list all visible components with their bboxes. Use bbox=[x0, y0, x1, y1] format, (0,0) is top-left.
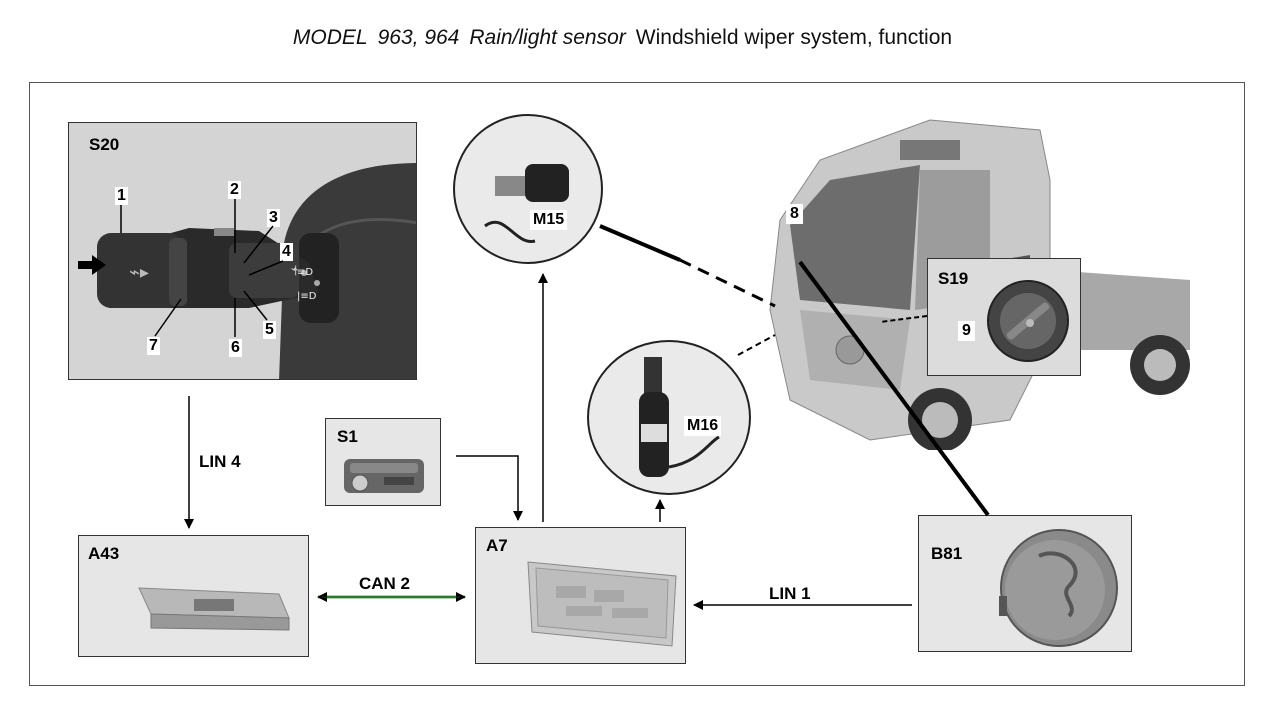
callout-2: 2 bbox=[228, 181, 241, 199]
a43-module-illustration bbox=[138, 587, 290, 631]
title-model-numbers: 963, 964 bbox=[377, 26, 460, 49]
wiper-motor-m15-closeup: M15 bbox=[453, 114, 603, 264]
callout-3: 3 bbox=[267, 209, 280, 227]
label-s19: S19 bbox=[938, 269, 969, 288]
label-a7: A7 bbox=[486, 536, 508, 555]
switch-module-illustration bbox=[344, 459, 424, 493]
title-model: MODEL bbox=[292, 26, 368, 49]
washer-pump-illustration bbox=[639, 357, 720, 477]
callout-6: 6 bbox=[229, 339, 242, 357]
rain-light-sensor-illustration bbox=[999, 529, 1118, 647]
svg-text:⌁: ⌁ bbox=[291, 262, 298, 276]
callout-1: 1 bbox=[115, 187, 128, 205]
panel-s1: S1 bbox=[325, 418, 441, 506]
svg-text:≡D: ≡D bbox=[297, 267, 313, 278]
label-m15: M15 bbox=[530, 210, 568, 230]
combination-switch-illustration: ⌁▸ ⌁ | ≡D |≡D bbox=[97, 163, 416, 379]
panel-a7: A7 bbox=[475, 527, 686, 664]
callout-5: 5 bbox=[263, 321, 276, 339]
connection-label-lin1: LIN 1 bbox=[769, 584, 811, 603]
label-a43: A43 bbox=[88, 544, 120, 563]
svg-text:|: | bbox=[294, 265, 297, 276]
panel-a43: A43 bbox=[78, 535, 309, 657]
callout-4: 4 bbox=[280, 243, 293, 261]
push-arrow-icon bbox=[78, 255, 106, 275]
svg-text:⌁▸: ⌁▸ bbox=[129, 262, 149, 283]
wiper-motor-illustration bbox=[484, 164, 569, 243]
s20-callout-leaders bbox=[120, 199, 284, 337]
light-switch-illustration bbox=[987, 280, 1069, 362]
label-b81: B81 bbox=[931, 544, 963, 563]
callout-9: 9 bbox=[958, 321, 975, 341]
title-sensor: Rain/light sensor bbox=[469, 26, 626, 49]
s1-to-a7-line bbox=[456, 455, 523, 521]
svg-text:|≡D: |≡D bbox=[297, 291, 317, 302]
diagram-frame bbox=[29, 82, 1245, 686]
connection-label-lin4: LIN 4 bbox=[199, 452, 241, 471]
title-description: Windshield wiper system, function bbox=[635, 26, 953, 49]
panel-s19: S19 9 bbox=[927, 258, 1081, 376]
panel-b81: B81 bbox=[918, 515, 1132, 652]
label-s1: S1 bbox=[337, 427, 358, 446]
callout-8: 8 bbox=[786, 204, 803, 224]
panel-s20: ⌁▸ ⌁ | ≡D |≡D S20 1 2 3 4 5 6 7 bbox=[68, 122, 417, 380]
washer-pump-m16-closeup: M16 bbox=[587, 340, 751, 495]
callout-7: 7 bbox=[147, 337, 160, 355]
label-m16: M16 bbox=[684, 416, 722, 436]
a7-control-unit-illustration bbox=[527, 561, 677, 647]
b81-leader bbox=[798, 260, 990, 517]
m15-leader bbox=[599, 224, 681, 262]
s19-leader bbox=[879, 315, 928, 323]
m16-leader bbox=[737, 334, 776, 356]
connection-label-can2: CAN 2 bbox=[359, 574, 411, 593]
page-title: MODEL 963, 964 Rain/light sensor Windshield… bbox=[0, 26, 1245, 50]
label-s20: S20 bbox=[89, 135, 120, 154]
